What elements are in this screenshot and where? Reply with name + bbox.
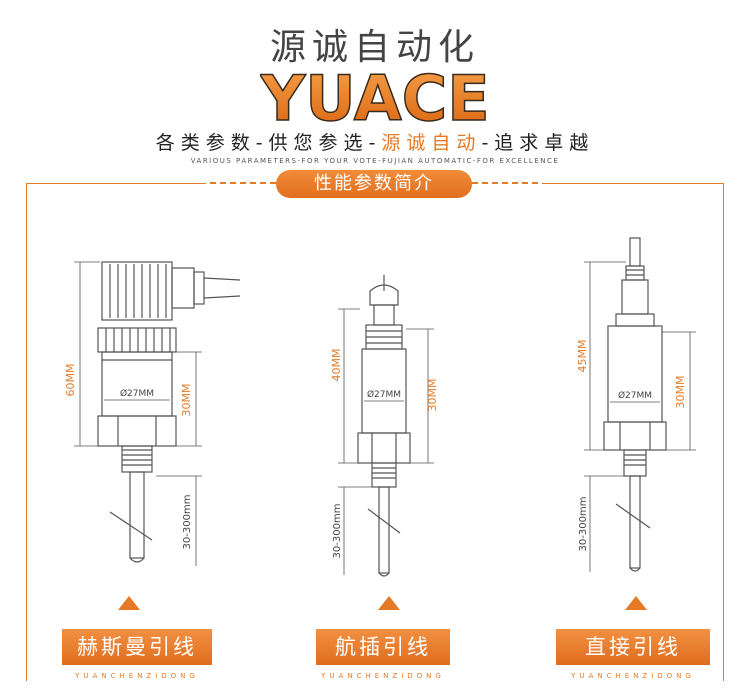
- brand-title-cn: 源诚自动化: [269, 27, 480, 68]
- triangle-marker-1: [118, 596, 140, 610]
- product-label-hirschmann: 赫斯曼引线: [62, 629, 212, 665]
- dim-total-label: 60MM: [64, 364, 77, 397]
- product-label-direct: 直接引线: [556, 629, 710, 665]
- frame-right-border: [723, 183, 724, 681]
- frame-left-border: [26, 183, 27, 681]
- slogan-part2: -追求卓越: [481, 132, 595, 154]
- frame-top-left-dash: [210, 182, 276, 184]
- frame-top-left-line: [26, 183, 206, 184]
- dim-probe-label: 30-300mm: [578, 497, 589, 552]
- dim-probe-label: 30-300mm: [332, 504, 343, 559]
- slogan: 各类参数-供您参选-源诚自动-追求卓越: [0, 128, 750, 155]
- product-sub-1: YUANCHENZIDONG: [75, 672, 199, 680]
- brand-logo: YUACE: [260, 64, 490, 128]
- dim-probe-label: 30-300mm: [182, 495, 193, 550]
- product-label-aviation: 航插引线: [316, 629, 450, 665]
- triangle-marker-3: [625, 596, 647, 610]
- drawing-hirschmann: 60MM 30MM Ø27MM 30-300mm: [64, 261, 241, 566]
- dim-body-label: 30MM: [426, 379, 439, 412]
- dim-body-label: 30MM: [180, 384, 193, 417]
- drawing-direct-lead: 45MM 30MM Ø27MM 30-300mm: [576, 237, 696, 572]
- dim-body-label: 30MM: [674, 376, 687, 409]
- product-sub-3: YUANCHENZIDONG: [571, 672, 695, 680]
- frame-top-right-dash: [472, 182, 538, 184]
- drawing-aviation-plug: 40MM 30MM Ø27MM 30-300mm: [330, 275, 439, 577]
- section-title: 性能参数简介: [276, 170, 472, 198]
- slogan-part1: 各类参数-供您参选-: [155, 132, 382, 154]
- dim-diameter-label: Ø27MM: [367, 389, 401, 400]
- connector-head: [101, 261, 173, 321]
- triangle-marker-2: [378, 596, 400, 610]
- product-sub-2: YUANCHENZIDONG: [321, 672, 445, 680]
- dim-total-label: 45MM: [576, 340, 589, 373]
- dim-diameter-label: Ø27MM: [120, 388, 154, 399]
- slogan-highlight: 源诚自动: [381, 132, 482, 154]
- dim-diameter-label: Ø27MM: [618, 390, 652, 401]
- frame-top-right-line: [542, 183, 724, 184]
- logo-text: YUACE: [260, 64, 490, 128]
- slogan-english: VARIOUS PARAMETERS-FOR YOUR VOTE-FUJIAN …: [190, 157, 560, 165]
- dim-total-label: 40MM: [330, 349, 343, 382]
